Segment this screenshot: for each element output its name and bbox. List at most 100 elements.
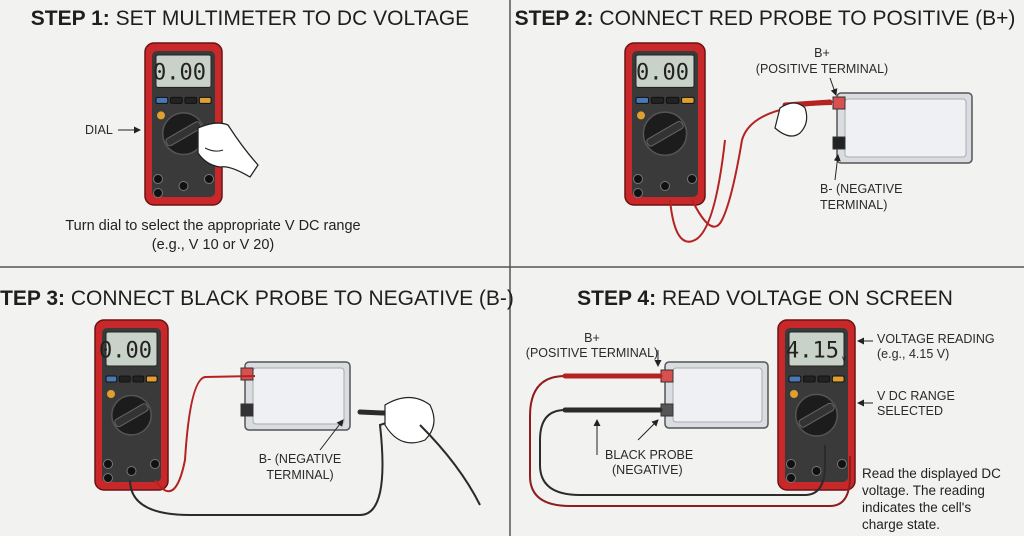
positive-terminal: [240, 367, 254, 381]
lcd-reading: 4.15: [786, 339, 839, 364]
function-button: [169, 96, 183, 104]
negative-arrow: [833, 154, 841, 181]
positive-label: (POSITIVE TERMINAL): [526, 346, 658, 360]
black-probe-lead: [129, 414, 411, 516]
positive-arrow: [829, 77, 838, 96]
lcd-reading: 0.00: [153, 60, 206, 85]
step-3-panel: STEP 3: CONNECT BLACK PROBE TO NEGATIVE …: [0, 287, 514, 516]
function-button: [198, 96, 212, 104]
step-2-title: STEP 2: CONNECT RED PROBE TO POSITIVE (B…: [515, 7, 1016, 30]
red-probe-lead: [154, 375, 256, 493]
step-2-panel: STEP 2: CONNECT RED PROBE TO POSITIVE (B…: [515, 7, 1016, 243]
step-4-title: STEP 4: READ VOLTAGE ON SCREEN: [577, 287, 953, 310]
dial-knob: [165, 121, 202, 147]
battery-face: [252, 367, 345, 425]
function-button: [788, 375, 802, 383]
input-jack: [126, 466, 137, 476]
negative-terminal: [660, 403, 674, 417]
input-jack: [660, 181, 670, 191]
function-button: [650, 96, 665, 104]
red-probe-lead: [669, 139, 726, 243]
function-button: [802, 375, 816, 383]
range-label: V DC RANGE: [877, 389, 955, 403]
lcd-screen: [788, 331, 845, 367]
function-button: [132, 375, 145, 383]
red-probe-lead: [529, 375, 851, 507]
function-button: [105, 375, 118, 383]
input-jack: [786, 473, 796, 483]
hold-button: [157, 111, 165, 120]
function-button: [118, 375, 131, 383]
lcd-screen: [155, 54, 212, 88]
function-button: [665, 96, 680, 104]
hand-icon: [774, 102, 808, 137]
function-button: [184, 96, 198, 104]
function-button: [145, 375, 158, 383]
input-jack: [811, 466, 822, 476]
positive-terminal: [832, 96, 846, 110]
positive-label: B+: [584, 331, 600, 345]
input-jack: [837, 459, 847, 469]
range-label: SELECTED: [877, 404, 943, 418]
battery-cell: [660, 361, 769, 429]
black-probe-label: BLACK PROBE: [605, 448, 693, 462]
hand-icon: [384, 396, 435, 444]
battery-face: [844, 98, 967, 158]
input-jack: [153, 188, 163, 198]
positive-label: B+: [814, 46, 830, 60]
lcd-reading: 0.00: [99, 339, 152, 364]
step-4-caption: voltage. The reading: [862, 483, 985, 498]
input-jack: [633, 188, 643, 198]
input-jack: [786, 459, 796, 469]
step-4-caption: charge state.: [862, 517, 940, 532]
hand-icon: [197, 122, 259, 178]
battery-cell: [240, 361, 351, 431]
input-jack: [687, 174, 697, 184]
voltage-reading-label: VOLTAGE READING: [877, 332, 995, 346]
multimeter: 0.00: [624, 42, 706, 206]
step-1-panel: STEP 1: SET MULTIMETER TO DC VOLTAGE 0.0…: [31, 7, 469, 253]
negative-label: TERMINAL): [266, 468, 333, 482]
input-jack: [150, 459, 160, 469]
multimeter: 0.00: [94, 319, 169, 491]
input-jack: [178, 181, 189, 191]
negative-label: B- (NEGATIVE: [820, 182, 902, 196]
lcd-screen: [635, 54, 695, 88]
function-button: [831, 375, 845, 383]
input-jack: [633, 174, 643, 184]
dial-knob: [798, 402, 835, 428]
step-1-caption-line-2: (e.g., V 10 or V 20): [152, 237, 275, 253]
negative-terminal: [832, 136, 846, 150]
positive-label: (POSITIVE TERMINAL): [756, 62, 888, 76]
battery-face: [672, 367, 763, 423]
battery-cell: [832, 92, 973, 164]
black-probe-label: (NEGATIVE): [612, 463, 683, 477]
dial-knob: [646, 120, 684, 147]
input-jack: [103, 459, 113, 469]
step-1-caption-line-1: Turn dial to select the appropriate V DC…: [65, 218, 360, 234]
lcd-screen: [105, 331, 158, 367]
negative-terminal: [240, 403, 254, 417]
step-4-caption: Read the displayed DC: [862, 466, 1001, 481]
voltage-reading-label: (e.g., 4.15 V): [877, 347, 949, 361]
hold-button: [637, 111, 645, 120]
red-probe-lead: [691, 103, 833, 228]
lcd-unit: v: [842, 354, 846, 363]
black-probe-lead: [419, 424, 481, 506]
input-jack: [153, 174, 163, 184]
positive-terminal: [660, 369, 674, 383]
negative-arrow: [319, 419, 344, 451]
black-probe-lead: [539, 409, 826, 496]
multimeter: 0.00: [144, 42, 223, 206]
function-button: [817, 375, 831, 383]
lcd-reading: 0.00: [636, 60, 689, 85]
dial-label: DIAL: [85, 123, 113, 137]
negative-arrow: [637, 419, 659, 441]
dial-knob: [114, 403, 149, 428]
negative-label: B- (NEGATIVE: [259, 452, 341, 466]
input-jack: [204, 174, 214, 184]
step-3-title: STEP 3: CONNECT BLACK PROBE TO NEGATIVE …: [0, 287, 514, 310]
